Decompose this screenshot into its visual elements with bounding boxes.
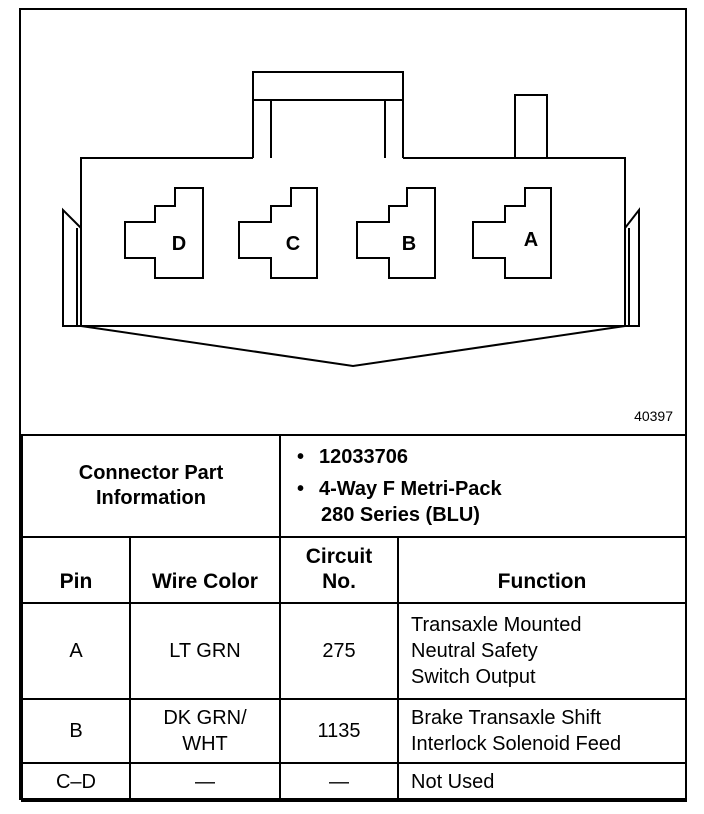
function-cell: Transaxle Mounted Neutral Safety Switch …	[397, 602, 687, 700]
part-info-label-line1: Connector Part	[78, 462, 224, 484]
left-wing	[62, 207, 82, 327]
pin-label-c: C	[286, 233, 300, 255]
function-line: Neutral Safety	[411, 640, 538, 662]
wire-color-line: WHT	[182, 733, 228, 755]
part-info-row: Connector Part Information • 12033706 • 4-…	[21, 434, 687, 538]
polarizing-tab	[514, 94, 548, 158]
function-line: Brake Transaxle Shift	[411, 707, 602, 729]
header-circuit: Circuit No.	[279, 536, 399, 604]
header-pin: Pin	[21, 536, 131, 604]
connector-face-illustration: D C B A	[62, 71, 640, 368]
header-circuit-line2: No.	[322, 570, 356, 593]
function-line: Not Used	[411, 771, 495, 793]
header-function: Function	[397, 536, 687, 604]
right-wing	[624, 207, 640, 327]
circuit-cell: —	[279, 762, 399, 802]
part-info-label: Connector Part Information	[21, 434, 281, 538]
part-info-label-line2: Information	[96, 487, 206, 509]
pin-cell: A	[21, 602, 131, 700]
cavity-b	[356, 187, 436, 279]
connector-info-table: Connector Part Information • 12033706 • 4-…	[21, 434, 687, 802]
table-header-row: Pin Wire Color Circuit No. Function	[21, 536, 687, 604]
function-cell: Not Used	[397, 762, 687, 802]
function-cell: Brake Transaxle Shift Interlock Solenoid…	[397, 698, 687, 764]
cavity-a	[472, 187, 552, 279]
wire-color-line: DK GRN/	[163, 707, 247, 729]
wire-color-cell: —	[129, 762, 281, 802]
pin-label-b: B	[402, 233, 416, 255]
function-line: Interlock Solenoid Feed	[411, 733, 622, 755]
header-wire-color: Wire Color	[129, 536, 281, 604]
header-circuit-line1: Circuit	[305, 545, 373, 568]
bullet-icon: •	[297, 478, 305, 500]
part-info-details: • 12033706 • 4-Way F Metri-Pack 280 Series…	[279, 434, 687, 538]
circuit-cell: 1135	[279, 698, 399, 764]
connector-drawing: D C B A 40397	[21, 10, 685, 434]
latch-outline	[252, 71, 404, 158]
function-line: Switch Output	[411, 666, 536, 688]
figure-number: 40397	[634, 408, 673, 424]
part-description-line1: 4-Way F Metri-Pack	[319, 478, 502, 500]
connector-bottom-taper	[80, 325, 626, 368]
pin-label-a: A	[524, 229, 538, 251]
table-row: C–D — — Not Used	[21, 762, 687, 802]
table-row: A LT GRN 275 Transaxle Mounted Neutral S…	[21, 602, 687, 700]
cavity-d	[124, 187, 204, 279]
connector-info-frame: D C B A 40397 Connector Part Information…	[19, 8, 687, 802]
cavity-c	[238, 187, 318, 279]
wire-color-cell: LT GRN	[129, 602, 281, 700]
pin-cell: B	[21, 698, 131, 764]
bullet-icon: •	[297, 446, 305, 468]
circuit-cell: 275	[279, 602, 399, 700]
table-row: B DK GRN/ WHT 1135 Brake Transaxle Shift…	[21, 698, 687, 764]
connector-body	[80, 157, 626, 327]
pin-cell: C–D	[21, 762, 131, 802]
function-line: Transaxle Mounted	[411, 614, 582, 636]
pin-label-d: D	[172, 233, 186, 255]
part-number: 12033706	[319, 446, 408, 468]
wire-color-cell: DK GRN/ WHT	[129, 698, 281, 764]
part-description-line2: 280 Series (BLU)	[321, 504, 480, 526]
